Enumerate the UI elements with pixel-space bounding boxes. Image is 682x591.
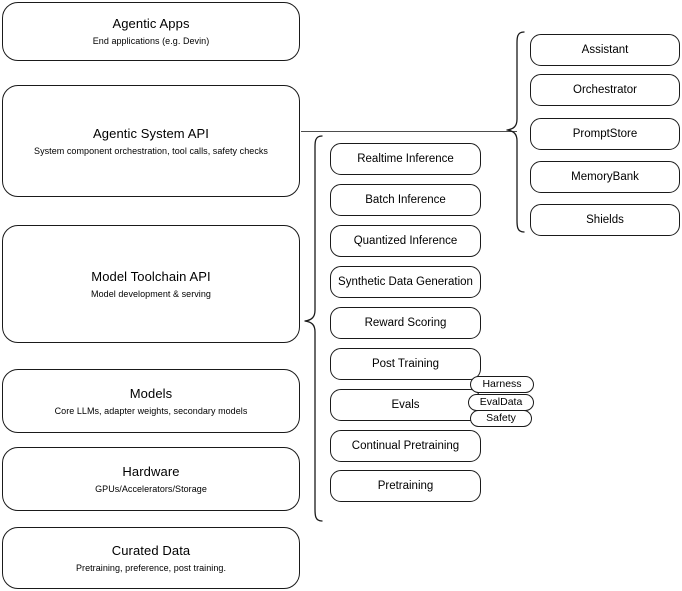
chip-batch-inference[interactable]: Batch Inference <box>330 184 481 216</box>
layer-subtitle: GPUs/Accelerators/Storage <box>95 483 207 494</box>
chip-label: Assistant <box>581 43 629 56</box>
chip-label: Quantized Inference <box>353 234 458 247</box>
chip-assistant[interactable]: Assistant <box>530 34 680 66</box>
chip-label: Continual Pretraining <box>351 439 460 452</box>
chip-quantized-inference[interactable]: Quantized Inference <box>330 225 481 257</box>
layer-models[interactable]: Models Core LLMs, adapter weights, secon… <box>2 369 300 433</box>
layer-title: Model Toolchain API <box>91 268 211 284</box>
pill-safety[interactable]: Safety <box>470 410 532 427</box>
layer-title: Agentic System API <box>93 125 209 141</box>
layer-agentic-apps[interactable]: Agentic Apps End applications (e.g. Devi… <box>2 2 300 61</box>
system-brace <box>506 31 525 233</box>
toolchain-brace <box>304 135 323 522</box>
pill-label: Harness <box>482 378 522 390</box>
chip-promptstore[interactable]: PromptStore <box>530 118 680 150</box>
chip-memorybank[interactable]: MemoryBank <box>530 161 680 193</box>
chip-realtime-inference[interactable]: Realtime Inference <box>330 143 481 175</box>
chip-orchestrator[interactable]: Orchestrator <box>530 74 680 106</box>
chip-continual-pretraining[interactable]: Continual Pretraining <box>330 430 481 462</box>
chip-label: Orchestrator <box>573 83 637 96</box>
chip-pretraining[interactable]: Pretraining <box>330 470 481 502</box>
chip-label: MemoryBank <box>571 170 639 183</box>
pill-label: Safety <box>486 412 516 424</box>
layer-title: Models <box>129 385 173 401</box>
chip-label: Pretraining <box>377 479 434 492</box>
pill-evaldata[interactable]: EvalData <box>468 394 534 411</box>
layer-title: Agentic Apps <box>112 16 190 31</box>
pill-label: EvalData <box>479 396 523 408</box>
chip-evals[interactable]: Evals <box>330 389 481 421</box>
chip-label: Shields <box>586 213 624 226</box>
layer-agentic-system-api[interactable]: Agentic System API System component orch… <box>2 85 300 197</box>
chip-label: Realtime Inference <box>357 152 454 165</box>
layer-title: Hardware <box>122 463 180 479</box>
layer-subtitle: Model development & serving <box>91 288 211 299</box>
system-api-connector-line <box>301 131 517 133</box>
layer-subtitle: Pretraining, preference, post training. <box>75 562 227 573</box>
layer-subtitle: Core LLMs, adapter weights, secondary mo… <box>54 405 248 416</box>
layer-title: Curated Data <box>111 542 191 558</box>
layer-subtitle: System component orchestration, tool cal… <box>34 145 268 156</box>
chip-label: Reward Scoring <box>364 316 447 329</box>
chip-label: Synthetic Data Generation <box>338 275 473 288</box>
chip-label: Batch Inference <box>365 193 446 206</box>
chip-shields[interactable]: Shields <box>530 204 680 236</box>
layer-curated-data[interactable]: Curated Data Pretraining, preference, po… <box>2 527 300 589</box>
chip-reward-scoring[interactable]: Reward Scoring <box>330 307 481 339</box>
layer-hardware[interactable]: Hardware GPUs/Accelerators/Storage <box>2 447 300 511</box>
layer-subtitle: End applications (e.g. Devin) <box>92 36 210 46</box>
layer-model-toolchain-api[interactable]: Model Toolchain API Model development & … <box>2 225 300 343</box>
chip-label: Post Training <box>371 357 440 370</box>
chip-label: Evals <box>391 398 420 411</box>
chip-synthetic-data-generation[interactable]: Synthetic Data Generation <box>330 266 481 298</box>
chip-post-training[interactable]: Post Training <box>330 348 481 380</box>
chip-label: PromptStore <box>572 127 638 140</box>
pill-harness[interactable]: Harness <box>470 376 534 393</box>
